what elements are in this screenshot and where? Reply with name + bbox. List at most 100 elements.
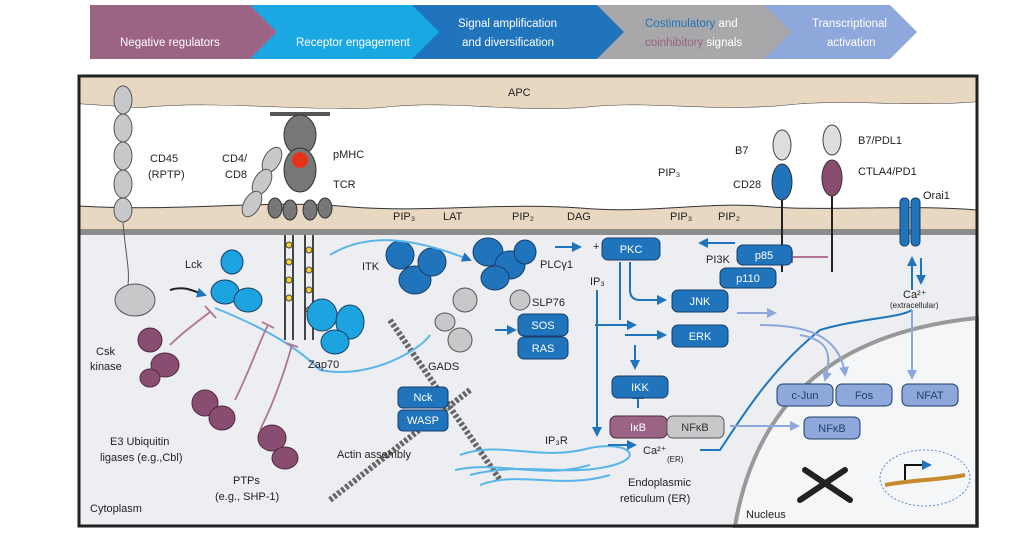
apc-label: APC [508,87,531,99]
ca-extracellular-label: (extracellular) [890,301,939,310]
signaling-arrows [169,238,926,451]
banner-step-negative-regulators [90,5,285,59]
svg-text:WASP: WASP [407,415,439,427]
cd45-receptor [113,85,156,317]
diagram-labels: APC CD45 (RPTP) CD4/ CD8 pMHC TCR B7 CD2… [90,87,950,521]
lck-kinase [210,249,263,313]
pmhc-label: pMHC [333,149,364,161]
ip3r-label: IP₃R [545,435,568,447]
banner-label: coinhibitory signals [645,37,742,49]
ca-extracellular-label: Ca²⁺ [903,289,927,301]
er-label: Endoplasmic [628,477,691,489]
banner-label: activation [827,37,876,49]
svg-text:c-Jun: c-Jun [792,390,819,402]
peptide-antigen [292,152,308,168]
sos-box: SOS [517,313,569,337]
orai1-label: Orai1 [923,190,950,202]
ca-er-label: (ER) [667,455,684,464]
pip3-label: PIP₃ [658,167,680,179]
b7-pdl1-label: B7/PDL1 [858,135,902,147]
cd45-label: CD45 [150,153,178,165]
ip3-label: IP₃ [590,276,605,288]
ptp-phosphatase [257,424,299,470]
csk-label: kinase [90,361,122,373]
svg-text:IKK: IKK [631,382,649,394]
p85-box: p85 [736,244,793,266]
tcr-pmhc-complex [267,112,333,340]
plcg1-label: PLCγ1 [540,259,573,271]
banner-label: Negative regulators [120,37,220,49]
svg-text:NFκB: NFκB [681,422,709,434]
ikb-box: IκB [609,415,668,439]
ikk-box: IKK [611,375,669,399]
pkc-box: PKC [601,237,661,261]
slp76-label: SLP76 [532,297,565,309]
svg-text:p110: p110 [736,273,760,285]
dag-label: DAG [567,211,591,223]
banner-label: Receptor engagement [296,37,411,49]
b7-label: B7 [735,145,748,157]
nfkb-nucleus-box: NFκB [803,416,861,440]
ras-box: RAS [517,336,569,360]
nck-box: Nck [397,386,449,409]
ctla4-pd1-receptor [791,124,843,272]
p110-box: p110 [719,267,777,289]
orai1-channel [899,197,921,247]
plasma-membrane [79,229,977,235]
lck-label: Lck [185,259,203,271]
cd45-label: (RPTP) [148,169,185,181]
erk-box: ERK [671,324,729,348]
fos-box: Fos [835,383,893,407]
cytoplasm-label: Cytoplasm [90,503,142,515]
endoplasmic-reticulum [454,445,631,486]
svg-text:NFκB: NFκB [818,423,846,435]
actin-assembly-label: Actin assembly [337,449,411,461]
gads-label: GADS [428,361,459,373]
banner-label: and diversification [462,37,554,49]
e3-ubiquitin-ligase [191,389,236,431]
banner-step-transcriptional [764,5,917,59]
lat-label: LAT [443,211,463,223]
tcr-label: TCR [333,179,356,191]
cd8-label: CD8 [225,169,247,181]
nucleus-label: Nucleus [746,509,786,521]
ctla4-pd1-label: CTLA4/PD1 [858,166,917,178]
banner-label: Transcriptional [812,18,887,30]
chromosome [797,467,853,503]
slp76-gads [434,287,531,353]
svg-text:IκB: IκB [630,422,646,434]
cjun-box: c-Jun [776,383,834,407]
pip2-label: PIP₂ [512,211,534,223]
ptps-label: (e.g., SHP-1) [215,491,279,503]
jnk-box: JNK [671,289,729,313]
extracellular-space [79,102,977,210]
banner-step-signal-amplification [412,5,632,59]
pip2-label: PIP₂ [718,211,740,223]
svg-text:JNK: JNK [690,296,711,308]
svg-text:NFAT: NFAT [916,390,944,402]
banner-step-costimulatory [597,5,799,59]
banner-step-receptor-engagement [250,5,447,59]
zap70-label: Zap70 [308,359,339,371]
csk-kinase [137,327,180,388]
cd28-receptor [771,129,793,272]
pi3k-label: PI3K [706,254,731,266]
svg-text:ERK: ERK [689,331,712,343]
svg-text:Nck: Nck [414,392,433,404]
transcription-arrows [730,308,917,431]
cd28-label: CD28 [733,179,761,191]
ca-er-label: Ca²⁺ [643,445,667,457]
ptps-label: PTPs [233,475,260,487]
process-banner: Negative regulators Receptor engagement … [90,5,917,59]
e3-ligase-label: E3 Ubiquitin [110,436,169,448]
plcg1-complex [472,237,537,291]
csk-label: Csk [96,346,115,358]
pip3-label: PIP₃ [670,211,692,223]
banner-label: Costimulatory and [645,18,738,30]
nfkb-cytoplasm-box: NFκB [666,415,725,439]
gene-transcription-icon [879,449,971,507]
svg-text:Fos: Fos [855,390,874,402]
inhibition-lines [169,305,299,431]
svg-text:RAS: RAS [532,343,555,355]
